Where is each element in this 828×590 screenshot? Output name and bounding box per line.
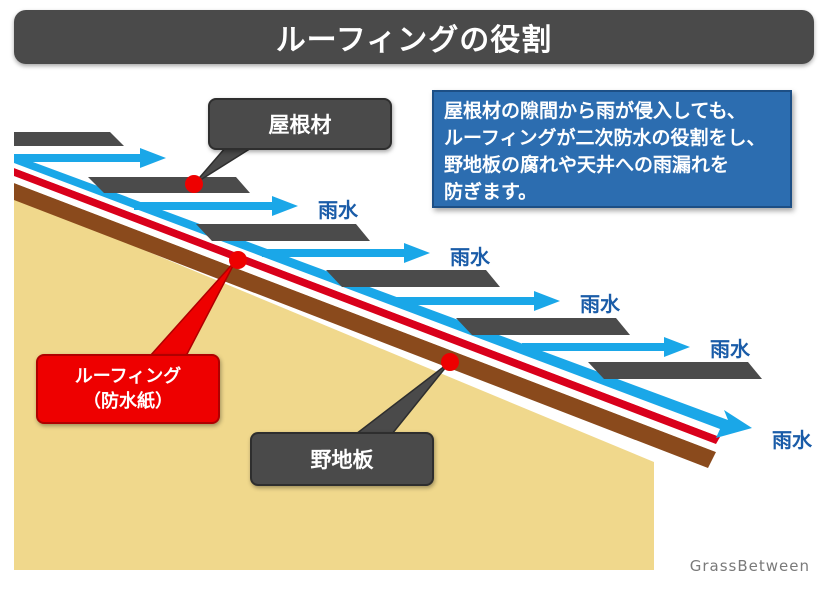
roof-tile bbox=[88, 177, 250, 193]
rain-arrow bbox=[134, 196, 298, 216]
roofing-material-callout: 屋根材 bbox=[208, 98, 392, 150]
rain-label: 雨水 bbox=[710, 337, 750, 361]
sheathing-label: 野地板 bbox=[310, 448, 374, 472]
description-line: 屋根材の隙間から雨が侵入しても、 bbox=[444, 100, 746, 122]
sheathing-callout: 野地板 bbox=[250, 432, 434, 486]
rain-label: 雨水 bbox=[450, 245, 490, 269]
ground-area bbox=[14, 196, 654, 570]
roofing-sublabel: （防水紙） bbox=[83, 391, 173, 412]
rain-arrow bbox=[262, 243, 430, 263]
watermark: GrassBetween bbox=[689, 557, 810, 575]
roof-tile bbox=[588, 362, 762, 379]
roofing-marker bbox=[229, 251, 247, 269]
description-line: 野地板の腐れや天井への雨漏れを bbox=[444, 154, 730, 176]
rain-arrow bbox=[14, 148, 166, 168]
roof-tile bbox=[326, 270, 500, 287]
rain-label: 雨水 bbox=[580, 292, 620, 316]
rain-label: 雨水 bbox=[772, 428, 812, 452]
separator-strip bbox=[14, 176, 716, 452]
rain-arrow bbox=[392, 291, 560, 311]
roofing-underlayment bbox=[14, 168, 720, 444]
roofing-label: ルーフィング bbox=[74, 366, 182, 387]
roof-tile bbox=[14, 132, 124, 146]
title-banner: ルーフィングの役割 bbox=[14, 10, 814, 64]
roof-tile bbox=[456, 318, 630, 335]
description-box: 屋根材の隙間から雨が侵入しても、 ルーフィングが二次防水の役割をし、 野地板の腐… bbox=[432, 90, 792, 208]
roof-tiles bbox=[14, 132, 762, 379]
page-title: ルーフィングの役割 bbox=[275, 23, 553, 58]
rain-arrows bbox=[14, 148, 690, 357]
roofing-callout: ルーフィング （防水紙） bbox=[36, 354, 220, 424]
sheathing-marker bbox=[441, 353, 459, 371]
rain-label: 雨水 bbox=[318, 198, 358, 222]
description-line: 防ぎます。 bbox=[444, 181, 538, 203]
roof-tile bbox=[196, 224, 370, 241]
roofing-material-label: 屋根材 bbox=[268, 113, 332, 137]
description-line: ルーフィングが二次防水の役割をし、 bbox=[444, 127, 766, 149]
rain-arrow bbox=[522, 337, 690, 357]
upper-gap-strip bbox=[14, 162, 722, 437]
roofing-material-marker bbox=[185, 175, 203, 193]
sheathing-board bbox=[14, 183, 716, 468]
